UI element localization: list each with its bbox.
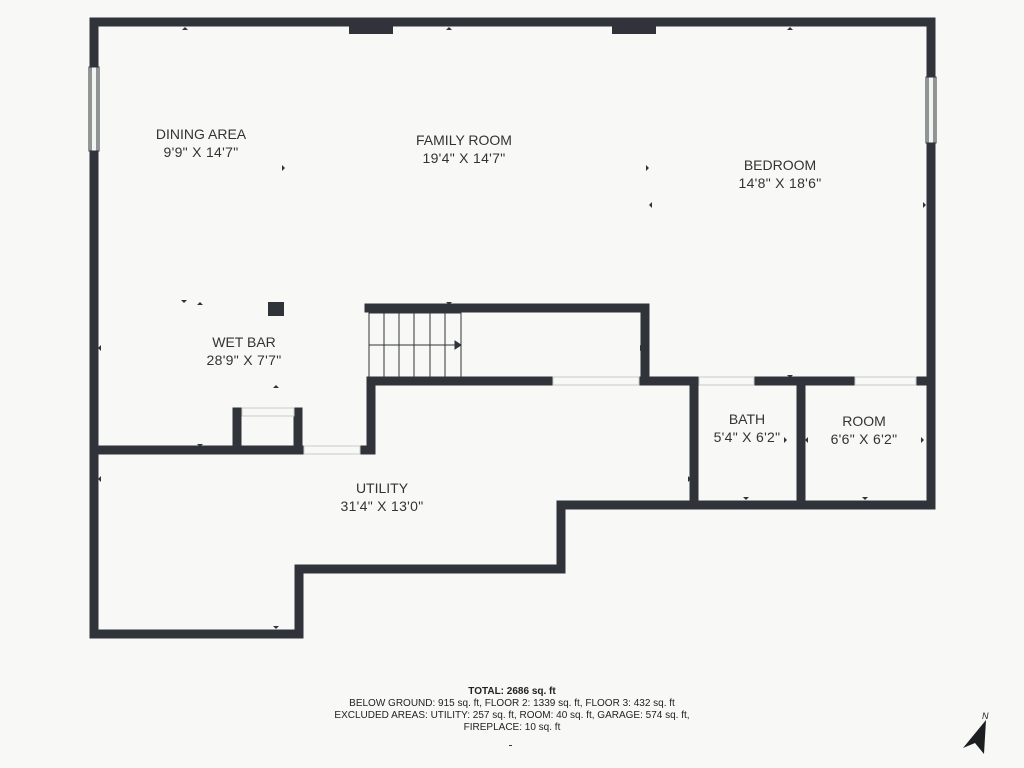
room-name: ROOM bbox=[842, 413, 886, 429]
openings bbox=[241, 376, 917, 455]
room-name: BATH bbox=[728, 411, 766, 427]
room-dimensions: 5'4" X 6'2" bbox=[713, 429, 781, 445]
excluded-areas-continued: FIREPLACE: 10 sq. ft bbox=[463, 722, 561, 733]
room-label-utility: UTILITY 31'4" X 13'0" bbox=[340, 479, 423, 515]
area-breakdown: BELOW GROUND: 915 sq. ft, FLOOR 2: 1339 … bbox=[349, 698, 675, 709]
room-dimensions: 28'9" X 7'7" bbox=[206, 352, 282, 368]
room-label-wet-bar: WET BAR 28'9" X 7'7" bbox=[207, 333, 282, 369]
windows bbox=[88, 66, 937, 152]
outer-wall bbox=[89, 17, 936, 639]
room-label-room: ROOM 6'6" X 6'2" bbox=[831, 412, 898, 448]
total-area: TOTAL: 2686 sq. ft bbox=[468, 686, 556, 697]
room-label-family-room: FAMILY ROOM 19'4" X 14'7" bbox=[416, 131, 512, 167]
area-summary: TOTAL: 2686 sq. ft BELOW GROUND: 915 sq.… bbox=[0, 686, 1024, 734]
wetbar-niche bbox=[232, 407, 303, 455]
wall-bump-2 bbox=[612, 22, 656, 34]
excluded-areas: EXCLUDED AREAS: UTILITY: 257 sq. ft, ROO… bbox=[334, 710, 690, 721]
room-name: WET BAR bbox=[212, 334, 276, 350]
stair-wall bbox=[364, 303, 650, 386]
window-west bbox=[88, 66, 100, 152]
window-east bbox=[925, 76, 937, 144]
room-name: FAMILY ROOM bbox=[416, 132, 512, 148]
walls bbox=[89, 17, 936, 639]
room-dimensions: 31'4" X 13'0" bbox=[340, 498, 424, 514]
room-dimensions: 6'6" X 6'2" bbox=[830, 431, 898, 447]
stair-wall-lower bbox=[357, 376, 376, 455]
compass-arrow-icon bbox=[963, 720, 986, 754]
room-name: UTILITY bbox=[355, 480, 409, 496]
room-label-dining-area: DINING AREA 9'9" X 14'7" bbox=[156, 125, 246, 161]
wall-bump-1 bbox=[349, 22, 393, 34]
room-name: BEDROOM bbox=[743, 157, 817, 173]
room-dimensions: 19'4" X 14'7" bbox=[422, 150, 506, 166]
ticks bbox=[98, 27, 926, 746]
room-dimensions: 9'9" X 14'7" bbox=[163, 144, 239, 160]
stairs bbox=[368, 312, 462, 378]
room-name: DINING AREA bbox=[155, 126, 247, 142]
column bbox=[268, 302, 284, 316]
room-label-bedroom: BEDROOM 14'8" X 18'6" bbox=[738, 156, 821, 192]
room-label-bath: BATH 5'4" X 6'2" bbox=[714, 410, 781, 446]
compass-north-label: N bbox=[982, 711, 989, 721]
room-dimensions: 14'8" X 18'6" bbox=[738, 175, 822, 191]
